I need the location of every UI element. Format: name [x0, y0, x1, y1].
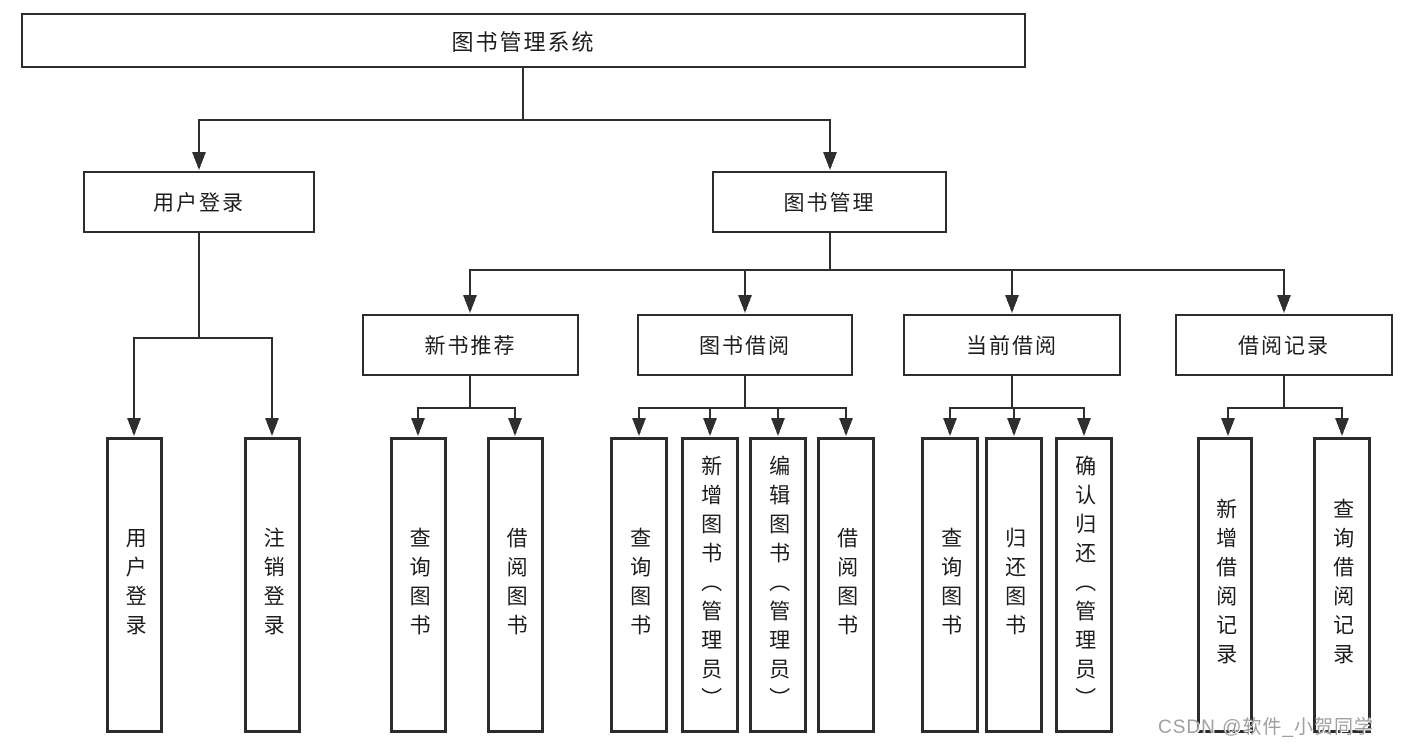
node-library-management-system: 图书管理系统 [21, 13, 1026, 68]
leaf-query-books-recommendation: 查询图书 [390, 437, 447, 733]
node-label: 图书借阅 [699, 335, 791, 358]
node-label: 确认归还（管理员） [1072, 454, 1096, 716]
node-label: 新书推荐 [424, 335, 517, 358]
node-label: 图书管理系统 [451, 29, 596, 55]
leaf-add-books-admin: 新增图书（管理员） [681, 437, 739, 733]
node-label: 用户登录 [153, 192, 245, 215]
node-label: 编辑图书（管理员） [766, 454, 790, 716]
leaf-borrow-books-borrowing: 借阅图书 [817, 437, 875, 733]
leaf-borrow-books-recommendation: 借阅图书 [487, 437, 544, 733]
node-label: 查询图书 [938, 527, 962, 643]
node-label: 借阅图书 [504, 527, 528, 643]
node-borrowing-records: 借阅记录 [1175, 314, 1393, 376]
leaf-return-books: 归还图书 [985, 437, 1043, 733]
leaf-edit-books-admin: 编辑图书（管理员） [749, 437, 807, 733]
node-label: 查询图书 [627, 527, 651, 643]
node-label: 新增借阅记录 [1213, 498, 1237, 672]
node-label: 借阅图书 [834, 527, 858, 643]
node-label: 查询图书 [407, 527, 431, 643]
node-book-management: 图书管理 [712, 171, 947, 233]
leaf-confirm-return-admin: 确认归还（管理员） [1055, 437, 1113, 733]
node-label: 注销登录 [261, 527, 285, 643]
leaf-query-borrowing-record: 查询借阅记录 [1313, 437, 1371, 733]
node-label: 归还图书 [1002, 527, 1026, 643]
leaf-query-books-current: 查询图书 [921, 437, 979, 733]
node-label: 借阅记录 [1238, 335, 1330, 358]
leaf-logout: 注销登录 [244, 437, 301, 733]
node-label: 当前借阅 [966, 335, 1058, 358]
leaf-user-login: 用户登录 [106, 437, 163, 733]
csdn-watermark: CSDN @软件_小贺同学 [1158, 717, 1374, 738]
node-current-borrowing: 当前借阅 [903, 314, 1121, 376]
node-label: 查询借阅记录 [1330, 498, 1354, 672]
node-user-login: 用户登录 [83, 171, 315, 233]
node-label: 图书管理 [783, 192, 876, 215]
node-book-borrowing: 图书借阅 [637, 314, 853, 376]
leaf-add-borrowing-record: 新增借阅记录 [1197, 437, 1253, 733]
node-label: 新增图书（管理员） [698, 454, 722, 716]
node-label: 用户登录 [123, 527, 147, 643]
leaf-query-books-borrowing: 查询图书 [610, 437, 668, 733]
node-new-book-recommendation: 新书推荐 [362, 314, 579, 376]
